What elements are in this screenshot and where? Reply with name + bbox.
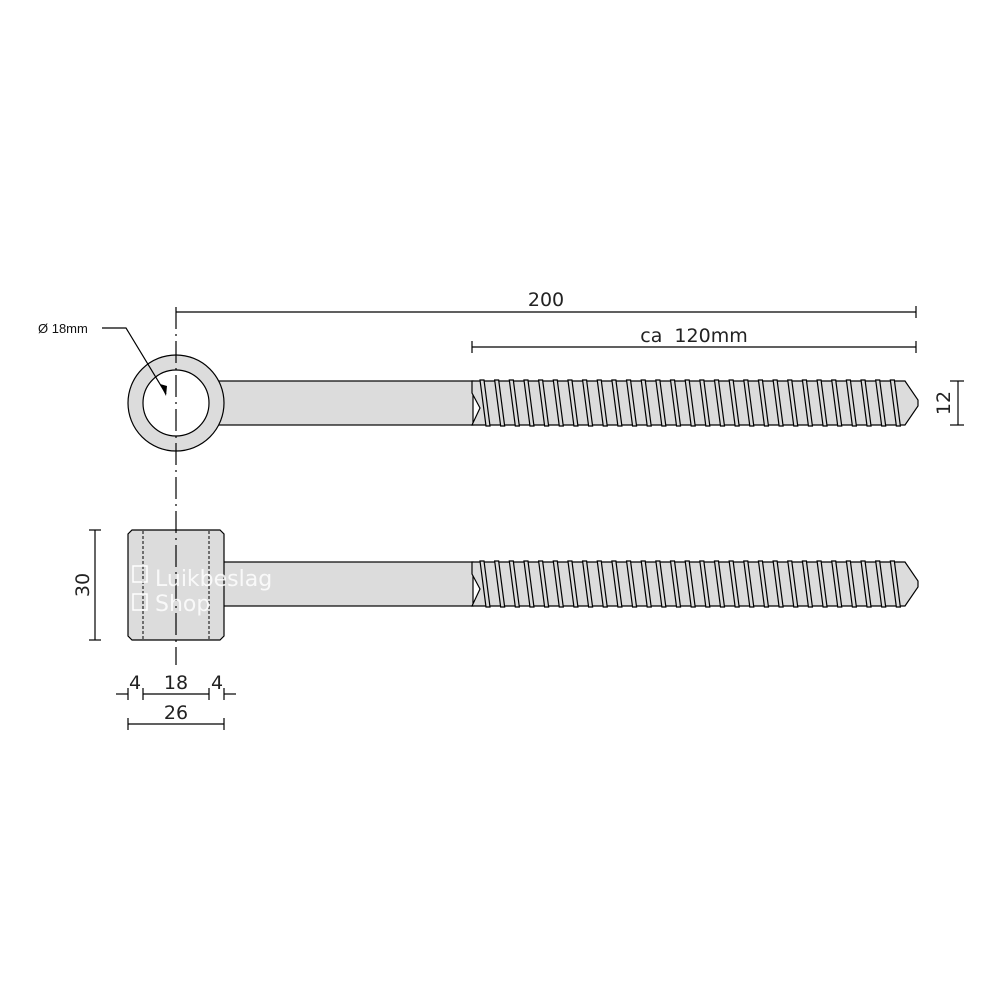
thread-turn bbox=[552, 560, 564, 608]
top-thread bbox=[471, 379, 919, 427]
thread-turn bbox=[699, 379, 711, 427]
thread-turn bbox=[523, 560, 535, 608]
leader-arrowhead bbox=[160, 384, 167, 396]
watermark-line2: Shop bbox=[155, 592, 210, 617]
thread-turn bbox=[743, 379, 755, 427]
thread-turn bbox=[772, 379, 784, 427]
thread-turn bbox=[640, 379, 652, 427]
thread-turn bbox=[493, 560, 506, 608]
thread-turn bbox=[699, 560, 711, 608]
thread-turn bbox=[684, 379, 696, 427]
thread-turn bbox=[845, 379, 858, 427]
thread-turn bbox=[611, 379, 623, 427]
top-shank bbox=[214, 380, 474, 426]
thread-turn bbox=[860, 560, 872, 608]
thread-turn bbox=[567, 560, 579, 608]
thread-turn bbox=[581, 379, 594, 427]
thread-turn bbox=[831, 560, 843, 608]
thread-turn bbox=[728, 379, 740, 427]
thread-turn bbox=[831, 379, 843, 427]
dimension-lines bbox=[89, 306, 964, 730]
thread-turn bbox=[728, 560, 740, 608]
watermark-logo: Luikbeslag Shop bbox=[132, 565, 272, 617]
thread-turn bbox=[801, 560, 814, 608]
thread-turn bbox=[816, 379, 828, 427]
dim-block-width: 26 bbox=[164, 702, 188, 724]
thread-turn bbox=[523, 379, 535, 427]
dim-block-height: 30 bbox=[72, 573, 94, 597]
thread-turn bbox=[611, 560, 623, 608]
thread-turn bbox=[669, 560, 682, 608]
dim-thread-diameter: 12 bbox=[933, 391, 955, 415]
thread-turn bbox=[655, 379, 667, 427]
thread-turn bbox=[669, 379, 682, 427]
thread-turn bbox=[596, 560, 608, 608]
thread-turn bbox=[801, 379, 814, 427]
thread-turn bbox=[875, 379, 887, 427]
thread-turn bbox=[713, 379, 726, 427]
thread-turn bbox=[816, 560, 828, 608]
side-shank bbox=[219, 561, 474, 607]
thread-turn bbox=[860, 379, 872, 427]
thread-turn bbox=[655, 560, 667, 608]
thread-turn bbox=[625, 560, 638, 608]
thread-turn bbox=[743, 560, 755, 608]
thread-turn bbox=[889, 560, 902, 608]
dim-wall-right: 4 bbox=[211, 672, 223, 694]
thread-turn bbox=[508, 560, 520, 608]
thread-turn bbox=[787, 379, 799, 427]
thread-turn bbox=[889, 379, 902, 427]
dim-overall-length: 200 bbox=[528, 289, 564, 311]
thread-turn bbox=[684, 560, 696, 608]
dim-thread-length: ca 120mm bbox=[640, 325, 747, 347]
thread-turn bbox=[493, 379, 506, 427]
thread-turn bbox=[479, 560, 491, 608]
top-view-eye-bolt bbox=[127, 354, 919, 452]
thread-turn bbox=[537, 379, 550, 427]
thread-turn bbox=[537, 560, 550, 608]
dim-eye-diameter: Ø 18mm bbox=[38, 321, 88, 336]
thread-turn bbox=[625, 379, 638, 427]
thread-turn bbox=[479, 379, 491, 427]
thread-turn bbox=[713, 560, 726, 608]
thread-turn bbox=[640, 560, 652, 608]
watermark-line1: Luikbeslag bbox=[155, 567, 272, 592]
thread-turn bbox=[567, 379, 579, 427]
thread-turn bbox=[845, 560, 858, 608]
thread-turn bbox=[875, 560, 887, 608]
thread-turn bbox=[772, 560, 784, 608]
thread-turn bbox=[757, 379, 770, 427]
thread-turn bbox=[787, 560, 799, 608]
side-thread bbox=[471, 560, 919, 608]
dim-wall-left: 4 bbox=[129, 672, 141, 694]
thread-turn bbox=[552, 379, 564, 427]
dim-bore: 18 bbox=[164, 672, 188, 694]
thread-turn bbox=[757, 560, 770, 608]
thread-turn bbox=[596, 379, 608, 427]
thread-turn bbox=[508, 379, 520, 427]
thread-turn bbox=[581, 560, 594, 608]
